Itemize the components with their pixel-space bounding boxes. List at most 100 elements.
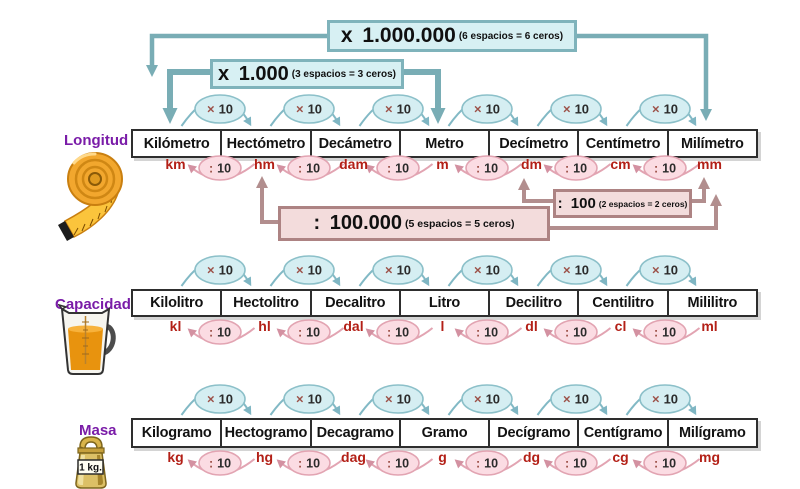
banner-multiply-thousand-value: x 1.000: [218, 62, 289, 85]
row-label-masa: Masa: [79, 422, 117, 439]
divide-arc: [454, 458, 523, 475]
multiply-10-badge: ×10: [639, 384, 691, 414]
multiply-arc: [536, 257, 608, 287]
svg-text::10: :10: [476, 326, 498, 340]
multiply-arc: [269, 97, 341, 127]
multiply-10-badge: ×10: [461, 384, 513, 414]
svg-text:×10: ×10: [474, 392, 500, 407]
divide-10-badge: :10: [198, 450, 242, 476]
divide-arc: [365, 458, 434, 475]
svg-text:×10: ×10: [296, 263, 322, 278]
unit-cell: Centímetro: [579, 131, 669, 156]
unit-cell: Decalitro: [311, 291, 401, 315]
multiply-arc: [447, 97, 519, 127]
divide-10-badge: :10: [643, 319, 687, 345]
unit-cell: Decilitro: [490, 291, 580, 315]
svg-text:×10: ×10: [563, 263, 589, 278]
divide-arc: [276, 163, 345, 180]
svg-text:×10: ×10: [385, 392, 411, 407]
divide-arc: [454, 327, 523, 344]
divide-arc: [365, 327, 434, 344]
multiply-10-badge: ×10: [283, 384, 335, 414]
divide-arc: [187, 163, 256, 180]
divide-arc: [187, 458, 256, 475]
divide-10-badge: :10: [376, 155, 420, 181]
multiply-arc: [447, 386, 519, 416]
divide-10-badge: :10: [376, 319, 420, 345]
divide-arc: [276, 327, 345, 344]
divide-10-badge: :10: [643, 450, 687, 476]
multiply-arc: [180, 257, 252, 287]
divide-10-badge: :10: [198, 319, 242, 345]
unit-cell: Hectolitro: [222, 291, 312, 315]
multiply-arc: [180, 386, 252, 416]
banner-divide-hundred-thousand-value: : 100.000: [313, 212, 403, 234]
multiply-thousand-left-arrow: [162, 69, 212, 124]
unit-cell: Hectogramo: [222, 420, 312, 446]
banner-multiply-million-note: (6 espacios = 6 ceros): [458, 30, 564, 42]
multiply-arc: [625, 257, 697, 287]
multiply-10-badge: ×10: [283, 255, 335, 285]
divide-arc: [632, 163, 701, 180]
divide-10-badge: :10: [643, 155, 687, 181]
unit-cell: Litro: [400, 291, 491, 315]
unit-abbreviation: mm: [697, 156, 722, 172]
divide-10-badge: :10: [465, 319, 509, 345]
unit-abbreviation: m: [436, 156, 449, 172]
svg-text::10: :10: [387, 162, 409, 176]
svg-text:×10: ×10: [207, 102, 233, 117]
multiply-arc: [358, 257, 430, 287]
svg-text::10: :10: [654, 326, 676, 340]
row-label-longitud: Longitud: [64, 132, 129, 149]
divide-10-badge: :10: [554, 319, 598, 345]
divide-10-badge: :10: [287, 155, 331, 181]
svg-text::10: :10: [209, 457, 231, 471]
svg-text::10: :10: [565, 326, 587, 340]
banner-multiply-million: x 1.000.000 (6 espacios = 6 ceros): [327, 20, 577, 52]
svg-text::10: :10: [298, 162, 320, 176]
multiply-10-badge: ×10: [372, 94, 424, 124]
svg-text::10: :10: [387, 457, 409, 471]
divide-10-badge: :10: [465, 450, 509, 476]
unit-cell: Mililitro: [668, 291, 756, 315]
divide-arc: [187, 327, 256, 344]
unit-abbreviation: l: [440, 318, 445, 334]
divide-10-badge: :10: [554, 155, 598, 181]
multiply-10-badge: ×10: [194, 384, 246, 414]
multiply-10-badge: ×10: [550, 384, 602, 414]
svg-text:×10: ×10: [207, 392, 233, 407]
banner-divide-hundred-note: (2 espacios = 2 ceros): [598, 198, 688, 209]
svg-text::10: :10: [476, 162, 498, 176]
divide-10-badge: :10: [465, 155, 509, 181]
weight-label: 1 kg.: [79, 463, 102, 474]
divide-10-badge: :10: [554, 450, 598, 476]
unit-cell: Decígramo: [490, 420, 580, 446]
multiply-10-badge: ×10: [283, 94, 335, 124]
multiply-arc: [269, 386, 341, 416]
unit-abbreviation: dag: [341, 449, 366, 465]
divide-arc: [454, 163, 523, 180]
divide-hundred-left-arrow: [518, 178, 554, 203]
unit-cell: Hectómetro: [222, 131, 312, 156]
unit-abbreviation: dm: [521, 156, 542, 172]
unit-abbreviation: ml: [701, 318, 718, 334]
weight-icon: 1 kg.: [75, 436, 107, 489]
unit-abbreviation: dg: [522, 449, 541, 465]
unit-abbreviation: kg: [167, 449, 184, 465]
banner-divide-hundred: : 100 (2 espacios = 2 ceros): [553, 189, 692, 218]
multiply-10-badge: ×10: [372, 255, 424, 285]
svg-text::10: :10: [654, 457, 676, 471]
unit-cell: Kilómetro: [133, 131, 223, 156]
unit-abbreviation: cm: [610, 156, 631, 172]
multiply-arc: [269, 257, 341, 287]
banner-divide-hundred-thousand: : 100.000 (5 espacios = 5 ceros): [278, 206, 550, 241]
unit-cell: Decímetro: [490, 131, 580, 156]
svg-text:×10: ×10: [296, 102, 322, 117]
divide-10-badge: :10: [287, 319, 331, 345]
divide-10-badge: :10: [376, 450, 420, 476]
multiply-10-badge: ×10: [461, 94, 513, 124]
measuring-jug-icon: [58, 303, 116, 375]
banner-multiply-million-value: x 1.000.000: [340, 24, 456, 47]
banner-divide-hundred-value: : 100: [557, 195, 596, 212]
unit-abbreviation: cg: [612, 449, 629, 465]
